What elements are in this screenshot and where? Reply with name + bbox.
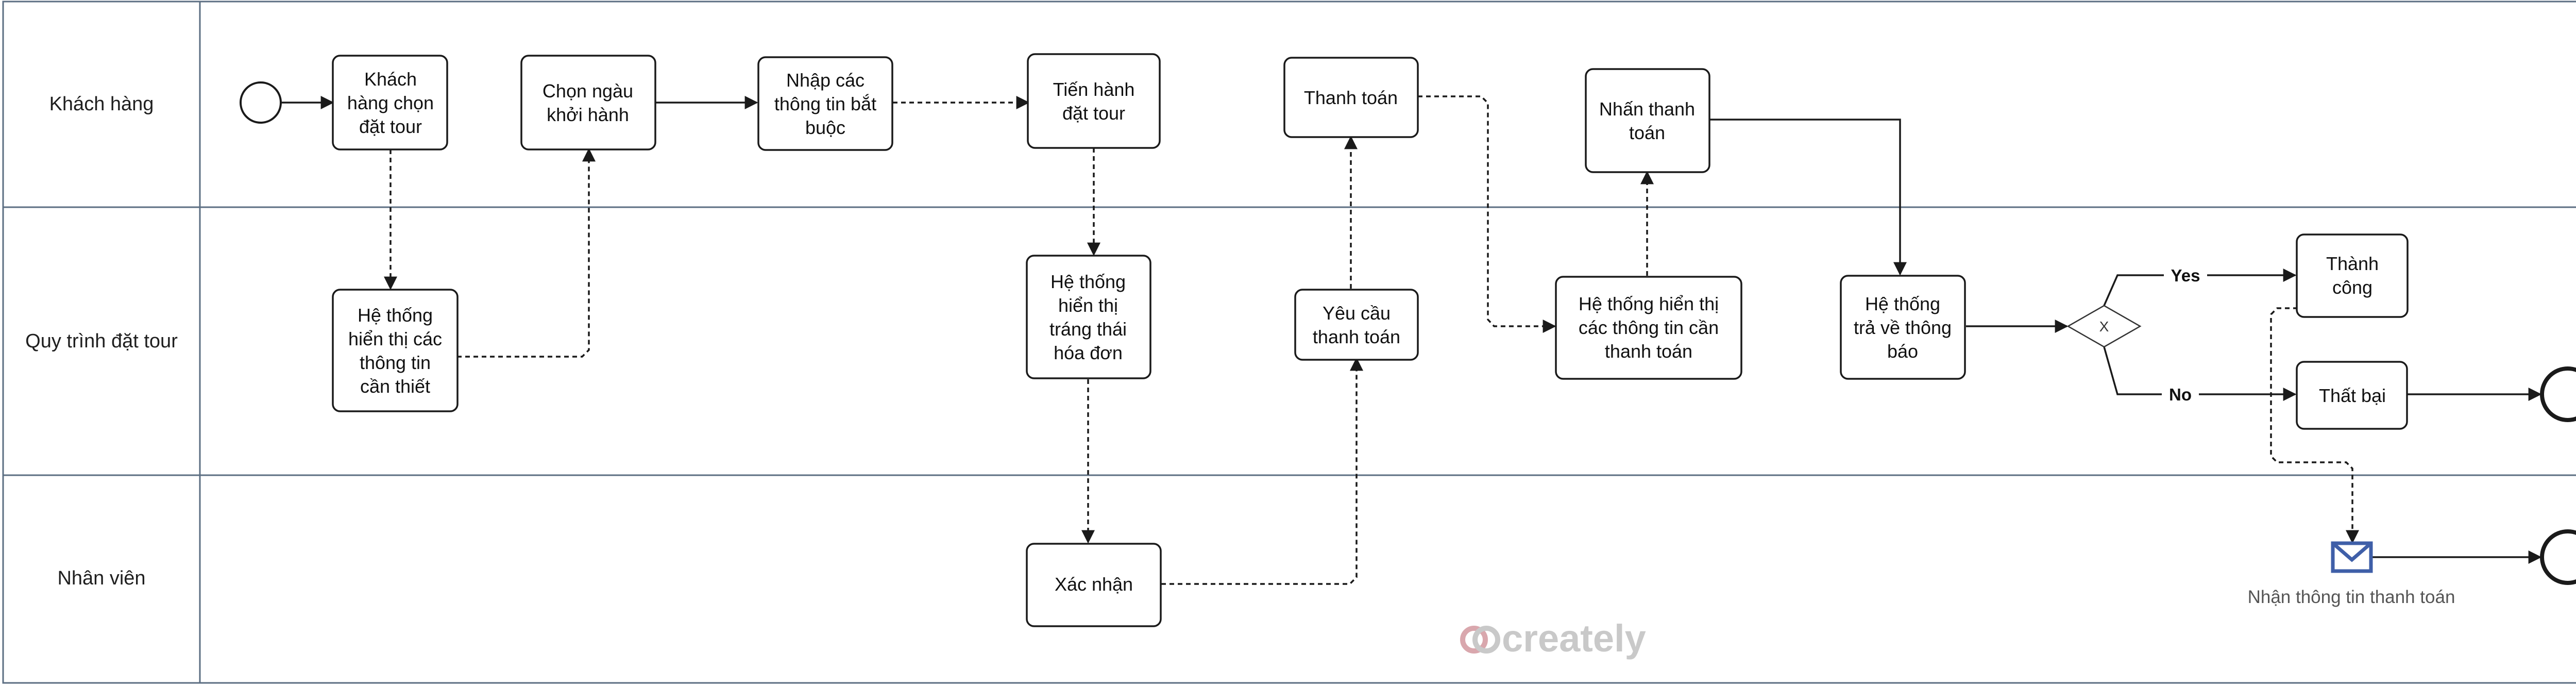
task-tien-hanh[interactable]: Tiến hành đặt tour — [1027, 53, 1161, 149]
edge-label-no: No — [2169, 385, 2192, 404]
task-label-line: báo — [1887, 341, 1918, 362]
task-he-thong-tra-ve[interactable]: Hệ thống trả về thông báo — [1840, 275, 1966, 380]
task-label-line: công — [2332, 277, 2372, 298]
task-label-line: tráng thái — [1049, 319, 1127, 340]
edge-label-yes: Yes — [2171, 266, 2200, 285]
end-event-failure[interactable] — [2540, 366, 2576, 422]
lane-label-nhan-vien: Nhân viên — [57, 567, 145, 589]
task-label-line: Khách — [364, 69, 417, 90]
task-label-line: hiển thị các — [348, 328, 442, 349]
task-that-bai[interactable]: Thất bại — [2296, 361, 2408, 430]
task-label-line: cần thiết — [360, 376, 430, 397]
task-label-line: Hệ thống — [1865, 293, 1940, 314]
task-label-line: Thanh toán — [1304, 87, 1398, 108]
task-label-line: Hệ thống — [1050, 271, 1126, 292]
exclusive-gateway[interactable]: X — [2066, 305, 2142, 348]
task-thanh-cong[interactable]: Thành công — [2296, 233, 2409, 318]
gateway-label: X — [2099, 319, 2109, 334]
task-he-thong-hien-thi-2[interactable]: Hệ thống hiển thị các thông tin cần thanh … — [1555, 276, 1742, 380]
flow-nhanthanhtoan-to-trave[interactable] — [1699, 119, 1907, 276]
envelope-icon[interactable] — [2331, 541, 2373, 573]
lane-label-khach-hang: Khách hàng — [49, 93, 154, 115]
connectors — [281, 95, 2542, 585]
task-label-line: Hệ thống — [358, 305, 433, 326]
flow-gateway-no[interactable] — [2103, 346, 2297, 401]
task-label-line: thông tin bắt — [774, 93, 876, 114]
task-label-line: trả về thông — [1854, 317, 1952, 338]
task-label-line: Yêu cầu — [1323, 303, 1391, 324]
no-label-bg — [2162, 383, 2199, 406]
message-event-label: Nhận thông tin thanh toán — [2248, 587, 2455, 607]
start-event[interactable] — [240, 81, 282, 124]
task-label-line: Tiến hành — [1053, 79, 1135, 100]
flow-hethong-to-chonngay[interactable] — [457, 148, 596, 358]
flow-xacnhan-to-yeucau[interactable] — [1161, 357, 1363, 585]
task-label-line: hàng chọn — [347, 92, 434, 113]
end-event-message[interactable] — [2540, 529, 2576, 585]
task-label-line: thanh toán — [1313, 326, 1400, 347]
task-label-line: toán — [1629, 122, 1665, 143]
flow-thanhcong-to-message[interactable] — [2270, 307, 2359, 544]
task-label-line: thanh toán — [1605, 341, 1692, 362]
task-label-line: hiển thị — [1058, 295, 1118, 316]
watermark-text: creately — [1502, 617, 1646, 660]
task-label-line: khởi hành — [547, 104, 629, 125]
lane-labels: Khách hàng Quy trình đặt tour Nhân viên — [25, 93, 178, 589]
task-xac-nhan[interactable]: Xác nhận — [1026, 543, 1162, 627]
task-label-line: Thành — [2326, 253, 2379, 274]
flow-gateway-yes[interactable] — [2103, 269, 2297, 306]
task-label-line: Chọn ngàu — [543, 80, 633, 102]
task-label-line: thông tin — [360, 352, 431, 373]
task-label-line: Thất bại — [2319, 385, 2386, 406]
task-label-line: buộc — [805, 117, 845, 138]
task-label-line: hóa đơn — [1054, 342, 1123, 363]
task-label-line: các thông tin cần — [1579, 317, 1719, 338]
creately-logo-icon — [1460, 626, 1500, 654]
flow-thanhtoan-to-hethong2[interactable] — [1418, 95, 1556, 333]
task-label-line: Hệ thống hiển thị — [1579, 293, 1719, 314]
task-thanh-toan[interactable]: Thanh toán — [1283, 57, 1419, 138]
task-label-line: Nhập các — [786, 70, 865, 91]
task-label-line: Xác nhận — [1055, 574, 1133, 595]
lane-label-quy-trinh: Quy trình đặt tour — [25, 330, 178, 352]
task-label-line: Nhấn thanh — [1599, 98, 1695, 120]
yes-label-bg — [2164, 264, 2207, 287]
edge-labels: Yes No — [2162, 264, 2207, 406]
task-label-line: đặt tour — [359, 116, 422, 137]
task-label-line: đặt tour — [1062, 103, 1125, 124]
